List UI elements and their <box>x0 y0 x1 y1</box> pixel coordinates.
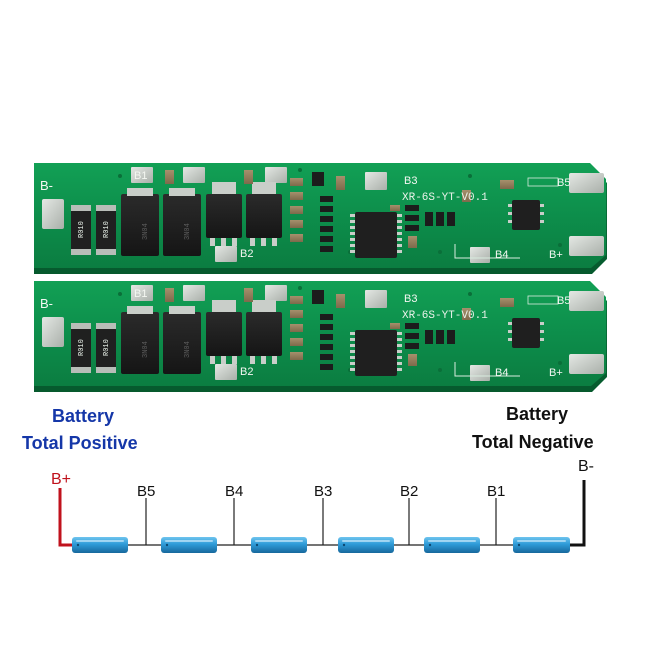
battery-cell <box>338 537 394 553</box>
positive-label-line1: Battery <box>52 406 114 426</box>
battery-cell <box>424 537 480 553</box>
tap-label-b1: B1 <box>487 483 505 500</box>
resistor-mark: R010 <box>103 339 111 356</box>
b-minus-label: B- <box>578 458 594 475</box>
board-label-b4: B4 <box>495 249 508 261</box>
resistor-mark: R010 <box>78 339 86 356</box>
board-label-b5: B5 <box>557 177 570 189</box>
tap-wires <box>145 498 497 545</box>
tap-label-b5: B5 <box>137 483 155 500</box>
battery-cell <box>251 537 307 553</box>
board-label-b3: B3 <box>404 175 417 187</box>
negative-wire <box>570 480 586 547</box>
pcb-board-top: B- B1 B2 B3 B4 B5 B+ XR-6S-YT-V0.1 R010 … <box>33 162 608 275</box>
board-label-b5: B5 <box>557 295 570 307</box>
battery-cells <box>72 537 570 553</box>
board-label-b1: B1 <box>134 288 147 300</box>
pcb-board-artwork <box>33 280 608 393</box>
board-label-b-minus: B- <box>40 296 53 311</box>
board-model-label: XR-6S-YT-V0.1 <box>402 310 488 322</box>
mosfet-mark: 3N04 <box>142 223 150 240</box>
b-plus-label: B+ <box>51 471 71 488</box>
positive-label-line2: Total Positive <box>22 433 138 453</box>
pcb-board-bottom: B- B1 B2 B3 B4 B5 B+ XR-6S-YT-V0.1 R010 … <box>33 280 608 393</box>
negative-label-line1: Battery <box>506 404 568 424</box>
resistor-mark: R010 <box>103 221 111 238</box>
negative-label-line2: Total Negative <box>472 432 594 452</box>
tap-label-b4: B4 <box>225 483 243 500</box>
board-label-b1: B1 <box>134 170 147 182</box>
battery-cell <box>513 537 570 553</box>
mosfet-mark: 3N04 <box>184 341 192 358</box>
wiring-diagram: Battery Total Positive Battery Total Neg… <box>22 404 594 553</box>
board-label-b-minus: B- <box>40 178 53 193</box>
positive-wire <box>58 488 72 547</box>
board-label-b2: B2 <box>240 248 253 260</box>
tap-label-b3: B3 <box>314 483 332 500</box>
mosfet-mark: 3N04 <box>184 223 192 240</box>
battery-cell <box>161 537 217 553</box>
pcb-board-artwork <box>33 162 608 275</box>
battery-cell <box>72 537 128 553</box>
board-label-b2: B2 <box>240 366 253 378</box>
board-label-b-plus: B+ <box>549 249 563 261</box>
board-label-b4: B4 <box>495 367 508 379</box>
board-label-b-plus: B+ <box>549 367 563 379</box>
tap-label-b2: B2 <box>400 483 418 500</box>
resistor-mark: R010 <box>78 221 86 238</box>
board-label-b3: B3 <box>404 293 417 305</box>
board-model-label: XR-6S-YT-V0.1 <box>402 192 488 204</box>
mosfet-mark: 3N04 <box>142 341 150 358</box>
